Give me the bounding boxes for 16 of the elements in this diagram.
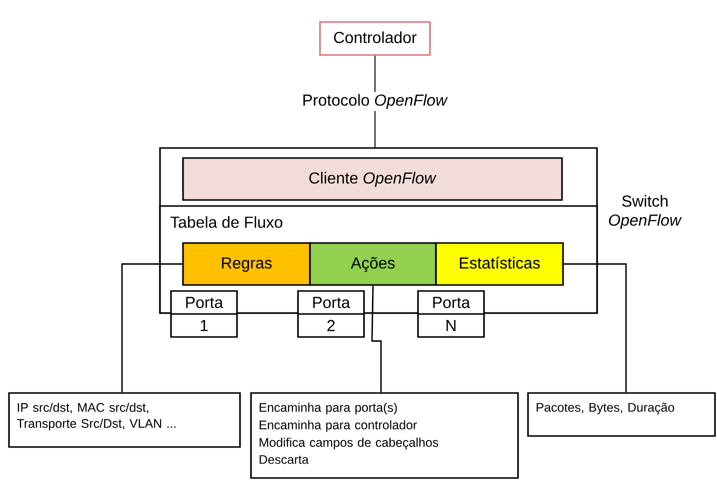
port-box: Porta 2 [297, 290, 365, 338]
description-box: IP src/dst, MAC src/dst, Transporte Src/Dst, VLAN ... [8, 392, 241, 448]
connector-line [121, 263, 182, 392]
port-box: Porta 1 [170, 290, 238, 338]
description-box: Encaminha para porta(s) Encaminha para controlador Modifica campos de cabeçalhos Descarta [250, 392, 519, 479]
edge-label: Protocolo OpenFlow [300, 92, 450, 111]
port-box: Porta N [417, 290, 485, 338]
controller-box: Controlador [319, 21, 431, 56]
description-box: Pacotes, Bytes, Duração [527, 392, 716, 437]
client-box: Cliente OpenFlow [182, 157, 563, 201]
side-label: Switch OpenFlow [608, 195, 682, 229]
rules-cell: Regras [182, 242, 311, 286]
statistics-cell: Estatísticas [435, 242, 564, 286]
connector-line [564, 263, 627, 392]
connector-line [371, 286, 382, 392]
actions-cell: Ações [309, 242, 437, 286]
